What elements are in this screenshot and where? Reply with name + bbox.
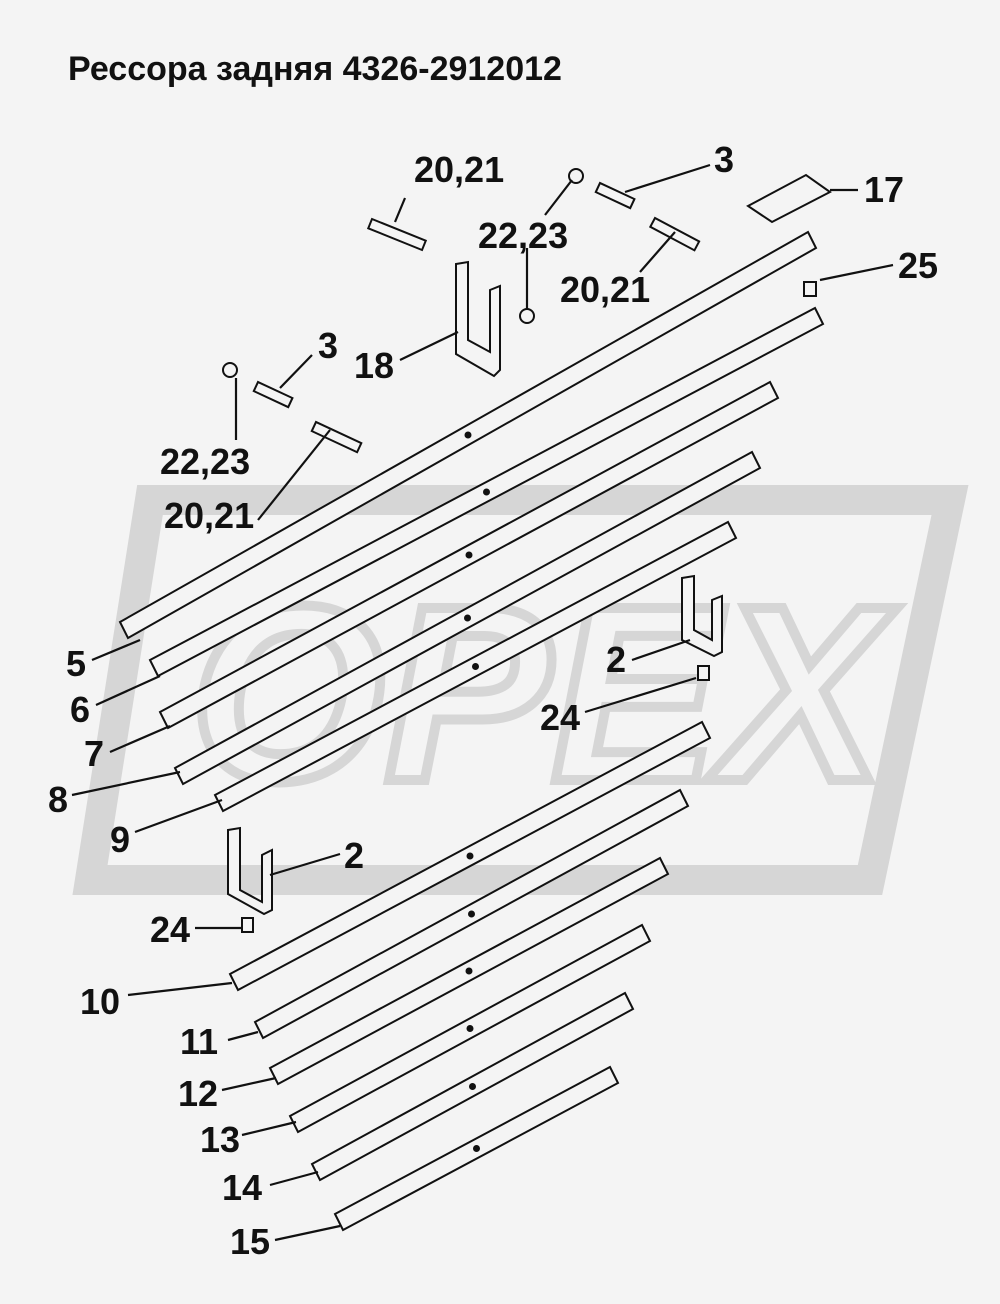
watermark: OPEX xyxy=(72,485,969,895)
leaf-center-hole xyxy=(473,1145,480,1152)
callout-13: 13 xyxy=(200,1119,240,1160)
callout-22-23: 22,23 xyxy=(160,441,250,482)
callout-15: 15 xyxy=(230,1221,270,1262)
leaf-center-hole xyxy=(468,910,475,918)
leaf-center-hole xyxy=(464,431,472,439)
pin-3-top xyxy=(594,181,636,210)
leader-lines xyxy=(71,163,894,1242)
leaf-center-hole xyxy=(466,1025,474,1032)
leaf-center-hole xyxy=(472,663,479,670)
page-title: Рессора задняя 4326-2912012 xyxy=(68,50,562,88)
bolt-top-right xyxy=(648,216,701,252)
u-bolt-2-lower xyxy=(227,826,273,916)
bolt-24-right xyxy=(697,665,710,681)
bolt-25 xyxy=(803,281,817,297)
watermark-text: OPEX xyxy=(190,554,898,833)
callout-24: 24 xyxy=(540,697,580,738)
nut-mid xyxy=(519,308,535,324)
leaf-center-hole xyxy=(464,614,471,622)
leaf-center-hole xyxy=(483,488,490,496)
callout-6: 6 xyxy=(70,689,90,730)
nut-top xyxy=(568,168,584,184)
bolt-24-lower xyxy=(241,917,254,933)
callout-10: 10 xyxy=(80,981,120,1022)
callout-20-21: 20,21 xyxy=(414,149,504,190)
plate-17 xyxy=(746,173,832,224)
u-bolt-2-right xyxy=(681,574,723,658)
callout-3: 3 xyxy=(318,325,338,366)
callout-5: 5 xyxy=(66,643,86,684)
leaf-center-hole xyxy=(466,852,474,860)
callout-24: 24 xyxy=(150,909,190,950)
callout-18: 18 xyxy=(354,345,394,386)
nut-left xyxy=(222,362,238,378)
callout-22-23: 22,23 xyxy=(478,215,568,256)
callout-25: 25 xyxy=(898,245,938,286)
callout-20-21: 20,21 xyxy=(164,495,254,536)
pin-3-left xyxy=(252,380,294,409)
leaf-center-hole xyxy=(465,967,473,975)
callout-9: 9 xyxy=(110,819,130,860)
callout-17: 17 xyxy=(864,169,904,210)
bolt-top-left xyxy=(366,217,428,252)
leaf-center-hole xyxy=(465,551,473,559)
callout-20-21: 20,21 xyxy=(560,269,650,310)
callout-3: 3 xyxy=(714,139,734,180)
callout-7: 7 xyxy=(84,733,104,774)
callout-2: 2 xyxy=(606,639,626,680)
callout-8: 8 xyxy=(48,779,68,820)
callout-14: 14 xyxy=(222,1167,262,1208)
leaf-center-hole xyxy=(469,1083,476,1090)
callout-12: 12 xyxy=(178,1073,218,1114)
callout-2: 2 xyxy=(344,835,364,876)
bolt-left xyxy=(310,420,363,454)
callout-11: 11 xyxy=(180,1021,218,1062)
u-bolt-18 xyxy=(455,260,501,378)
spring-leaves xyxy=(118,230,825,1232)
